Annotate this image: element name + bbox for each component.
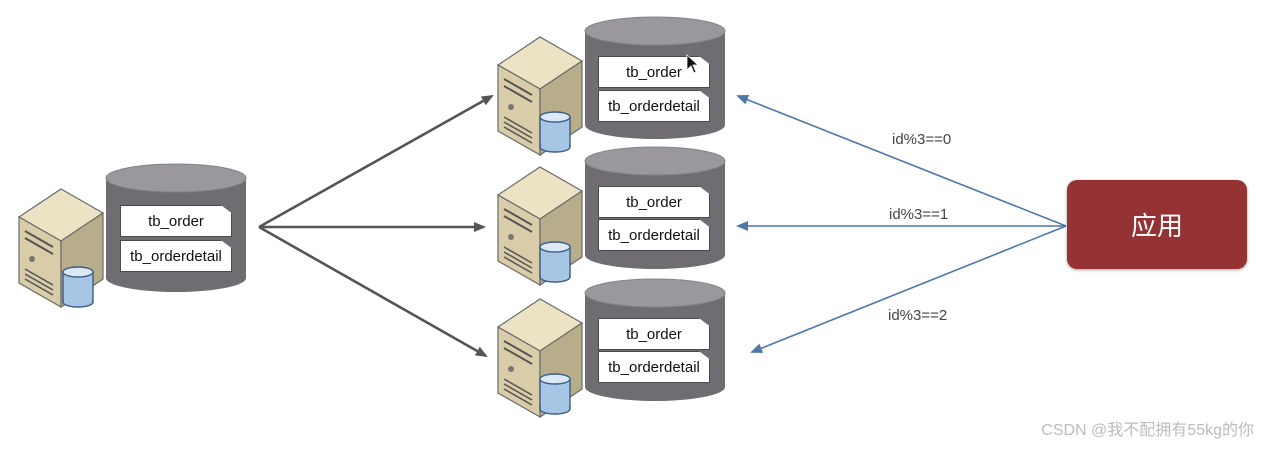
server-icon (496, 166, 584, 286)
database-icon (62, 266, 94, 308)
table-label: tb_orderdetail (120, 240, 232, 272)
table-label: tb_order (598, 318, 710, 350)
table-label: tb_orderdetail (598, 351, 710, 383)
routing-label: id%3==0 (892, 131, 952, 148)
split-arrow-shard-3 (258, 225, 488, 358)
table-label: tb_order (598, 186, 710, 218)
table-label: tb_order (120, 205, 232, 237)
application-label: 应用 (1130, 211, 1183, 241)
route-arrow-shard-1 (736, 95, 1067, 227)
shard-node-3: tb_order tb_orderdetail (494, 278, 726, 418)
application-box: 应用 (1067, 180, 1247, 269)
database-icon (539, 373, 571, 415)
source-db-node: tb_order tb_orderdetail (15, 163, 247, 313)
database-icon (539, 241, 571, 283)
watermark: CSDN @我不配拥有55kg的你 (1041, 422, 1254, 439)
shard-node-2: tb_order tb_orderdetail (494, 146, 726, 286)
database-icon (539, 111, 571, 153)
shard-node-1: tb_order tb_orderdetail (494, 16, 726, 156)
routing-label: id%3==2 (888, 307, 948, 324)
route-arrow-shard-3 (750, 225, 1067, 353)
table-label: tb_orderdetail (598, 90, 710, 122)
cursor-icon (686, 54, 700, 74)
routing-label: id%3==1 (889, 206, 949, 223)
table-label: tb_orderdetail (598, 219, 710, 251)
split-arrow-shard-1 (258, 94, 494, 229)
